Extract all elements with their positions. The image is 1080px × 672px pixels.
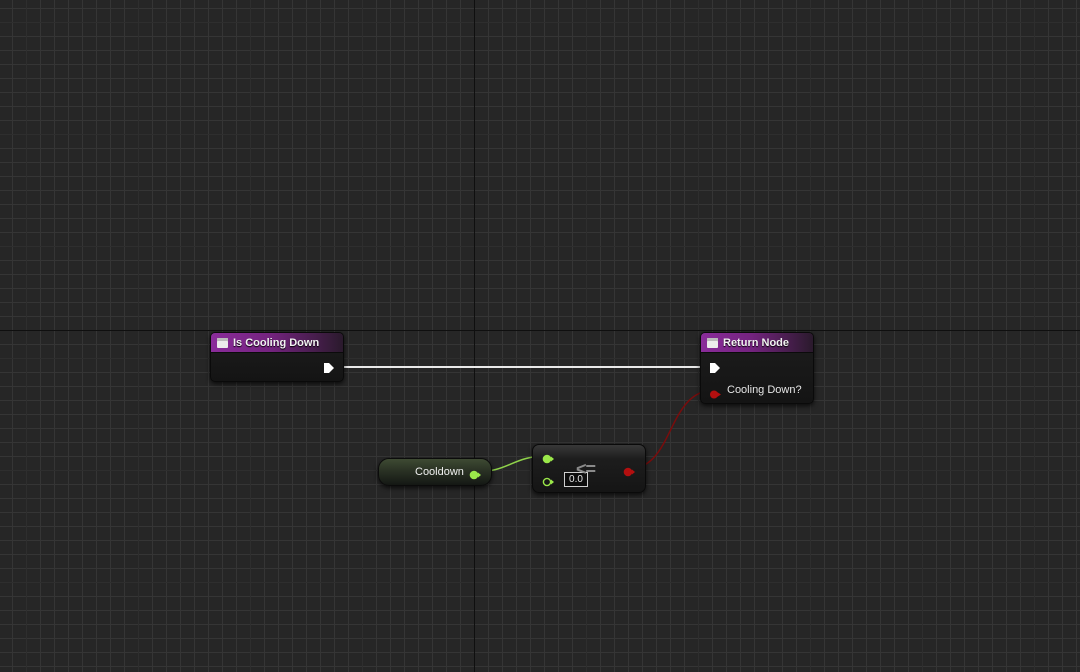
bool-pin-icon — [710, 390, 721, 399]
float-pin-empty-icon — [542, 477, 554, 487]
entry-node-header[interactable]: Is Cooling Down — [211, 333, 343, 353]
exec-arrow-icon — [324, 363, 334, 373]
variable-label: Cooldown — [415, 466, 464, 478]
return-node[interactable]: Return Node Cooling Down? — [700, 332, 814, 404]
entry-node[interactable]: Is Cooling Down — [210, 332, 344, 382]
exec-arrow-icon — [710, 363, 720, 373]
return-output-label: Cooling Down? — [727, 384, 802, 396]
return-node-title: Return Node — [723, 336, 789, 349]
float-pin-icon — [542, 454, 554, 464]
function-icon — [217, 337, 228, 348]
float-output-pin[interactable] — [469, 467, 481, 480]
default-value-field[interactable]: 0.0 — [564, 472, 588, 487]
float-input-pin-b[interactable] — [542, 474, 554, 487]
float-input-pin-a[interactable] — [542, 451, 554, 464]
entry-node-title: Is Cooling Down — [233, 336, 320, 349]
float-pin-icon — [469, 470, 481, 480]
bool-input-pin[interactable] — [709, 386, 721, 399]
less-equal-node[interactable]: 0.0 <= — [532, 444, 646, 493]
cooldown-variable-node[interactable]: Cooldown — [378, 458, 492, 486]
bool-pin-icon — [623, 467, 635, 477]
operator-label: <= — [576, 459, 596, 479]
return-node-header[interactable]: Return Node — [701, 333, 813, 353]
function-icon — [707, 337, 718, 348]
bool-output-pin[interactable] — [623, 464, 635, 477]
